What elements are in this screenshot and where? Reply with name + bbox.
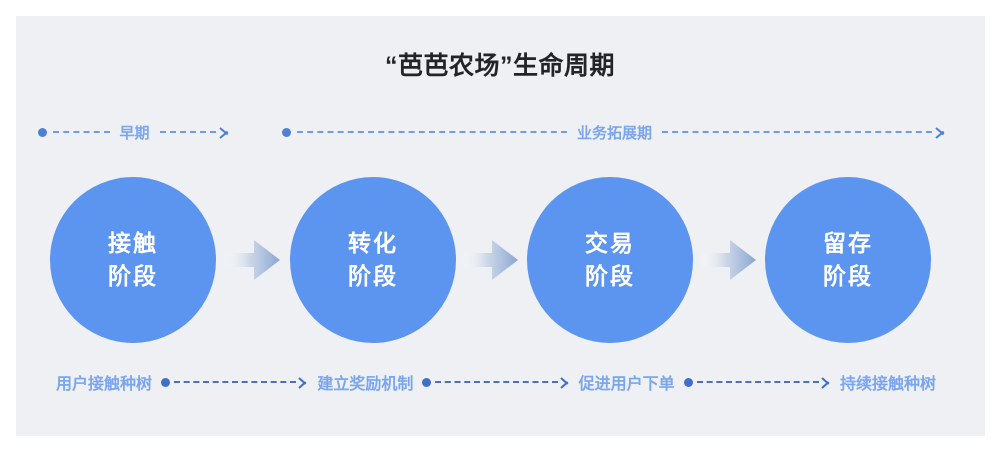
- task-dashed-line: [174, 381, 297, 383]
- phase-dashed-line: [662, 131, 933, 133]
- phase-label-early: 早期: [119, 124, 150, 142]
- stage-label-line2: 阶段: [823, 263, 873, 289]
- phase-band-expansion: 业务拓展期: [282, 120, 946, 144]
- task-connector-2: [422, 373, 569, 391]
- stage-circle-retention: 留存 阶段: [765, 177, 931, 343]
- stage-label-line2: 阶段: [348, 263, 398, 289]
- task-dashed-line: [435, 381, 558, 383]
- task-connector-1: [161, 373, 308, 391]
- diagram-title: “芭芭农场”生命周期: [384, 52, 615, 80]
- stage-label-line1: 交易: [585, 230, 635, 257]
- stage-label-line1: 接触: [108, 230, 158, 257]
- stage-circle-transaction: 交易 阶段: [527, 177, 693, 343]
- task-dashed-line: [696, 381, 819, 383]
- block-arrow-right-icon: [462, 240, 518, 280]
- task-label-retention: 持续接触种树: [839, 376, 936, 393]
- task-label-contact: 用户接触种树: [56, 376, 153, 393]
- phase-arrow-right-icon: [220, 125, 230, 139]
- task-label-reward: 建立奖励机制: [317, 376, 414, 393]
- task-arrow-right-icon: [822, 376, 831, 389]
- task-start-dot: [161, 377, 171, 387]
- task-start-dot: [683, 377, 693, 387]
- stage-label-line2: 阶段: [585, 263, 635, 289]
- phase-label-expansion: 业务拓展期: [577, 124, 653, 142]
- phase-dashed-line: [53, 131, 110, 133]
- phase-start-dot: [282, 127, 291, 137]
- phase-arrow-right-icon: [936, 125, 946, 139]
- block-arrow-right-icon: [700, 240, 756, 280]
- stage-circle-contact: 接触 阶段: [50, 177, 216, 343]
- stage-label-line2: 阶段: [108, 263, 158, 289]
- phase-dashed-line: [159, 131, 217, 133]
- task-connector-3: [683, 373, 831, 391]
- block-arrow-right-icon: [224, 240, 280, 280]
- task-start-dot: [422, 377, 432, 387]
- task-arrow-right-icon: [299, 376, 308, 389]
- stage-label-line1: 留存: [823, 230, 873, 257]
- task-label-order: 促进用户下单: [578, 376, 675, 393]
- phase-start-dot: [38, 127, 47, 137]
- task-arrow-right-icon: [561, 376, 570, 389]
- stage-label-line1: 转化: [348, 230, 398, 257]
- stage-circle-conversion: 转化 阶段: [290, 177, 456, 343]
- phase-band-early: 早期: [38, 120, 230, 144]
- task-flow-row: 用户接触种树 建立奖励机制 促进用户下单 持续接触种树: [56, 368, 936, 396]
- phase-dashed-line: [297, 131, 567, 133]
